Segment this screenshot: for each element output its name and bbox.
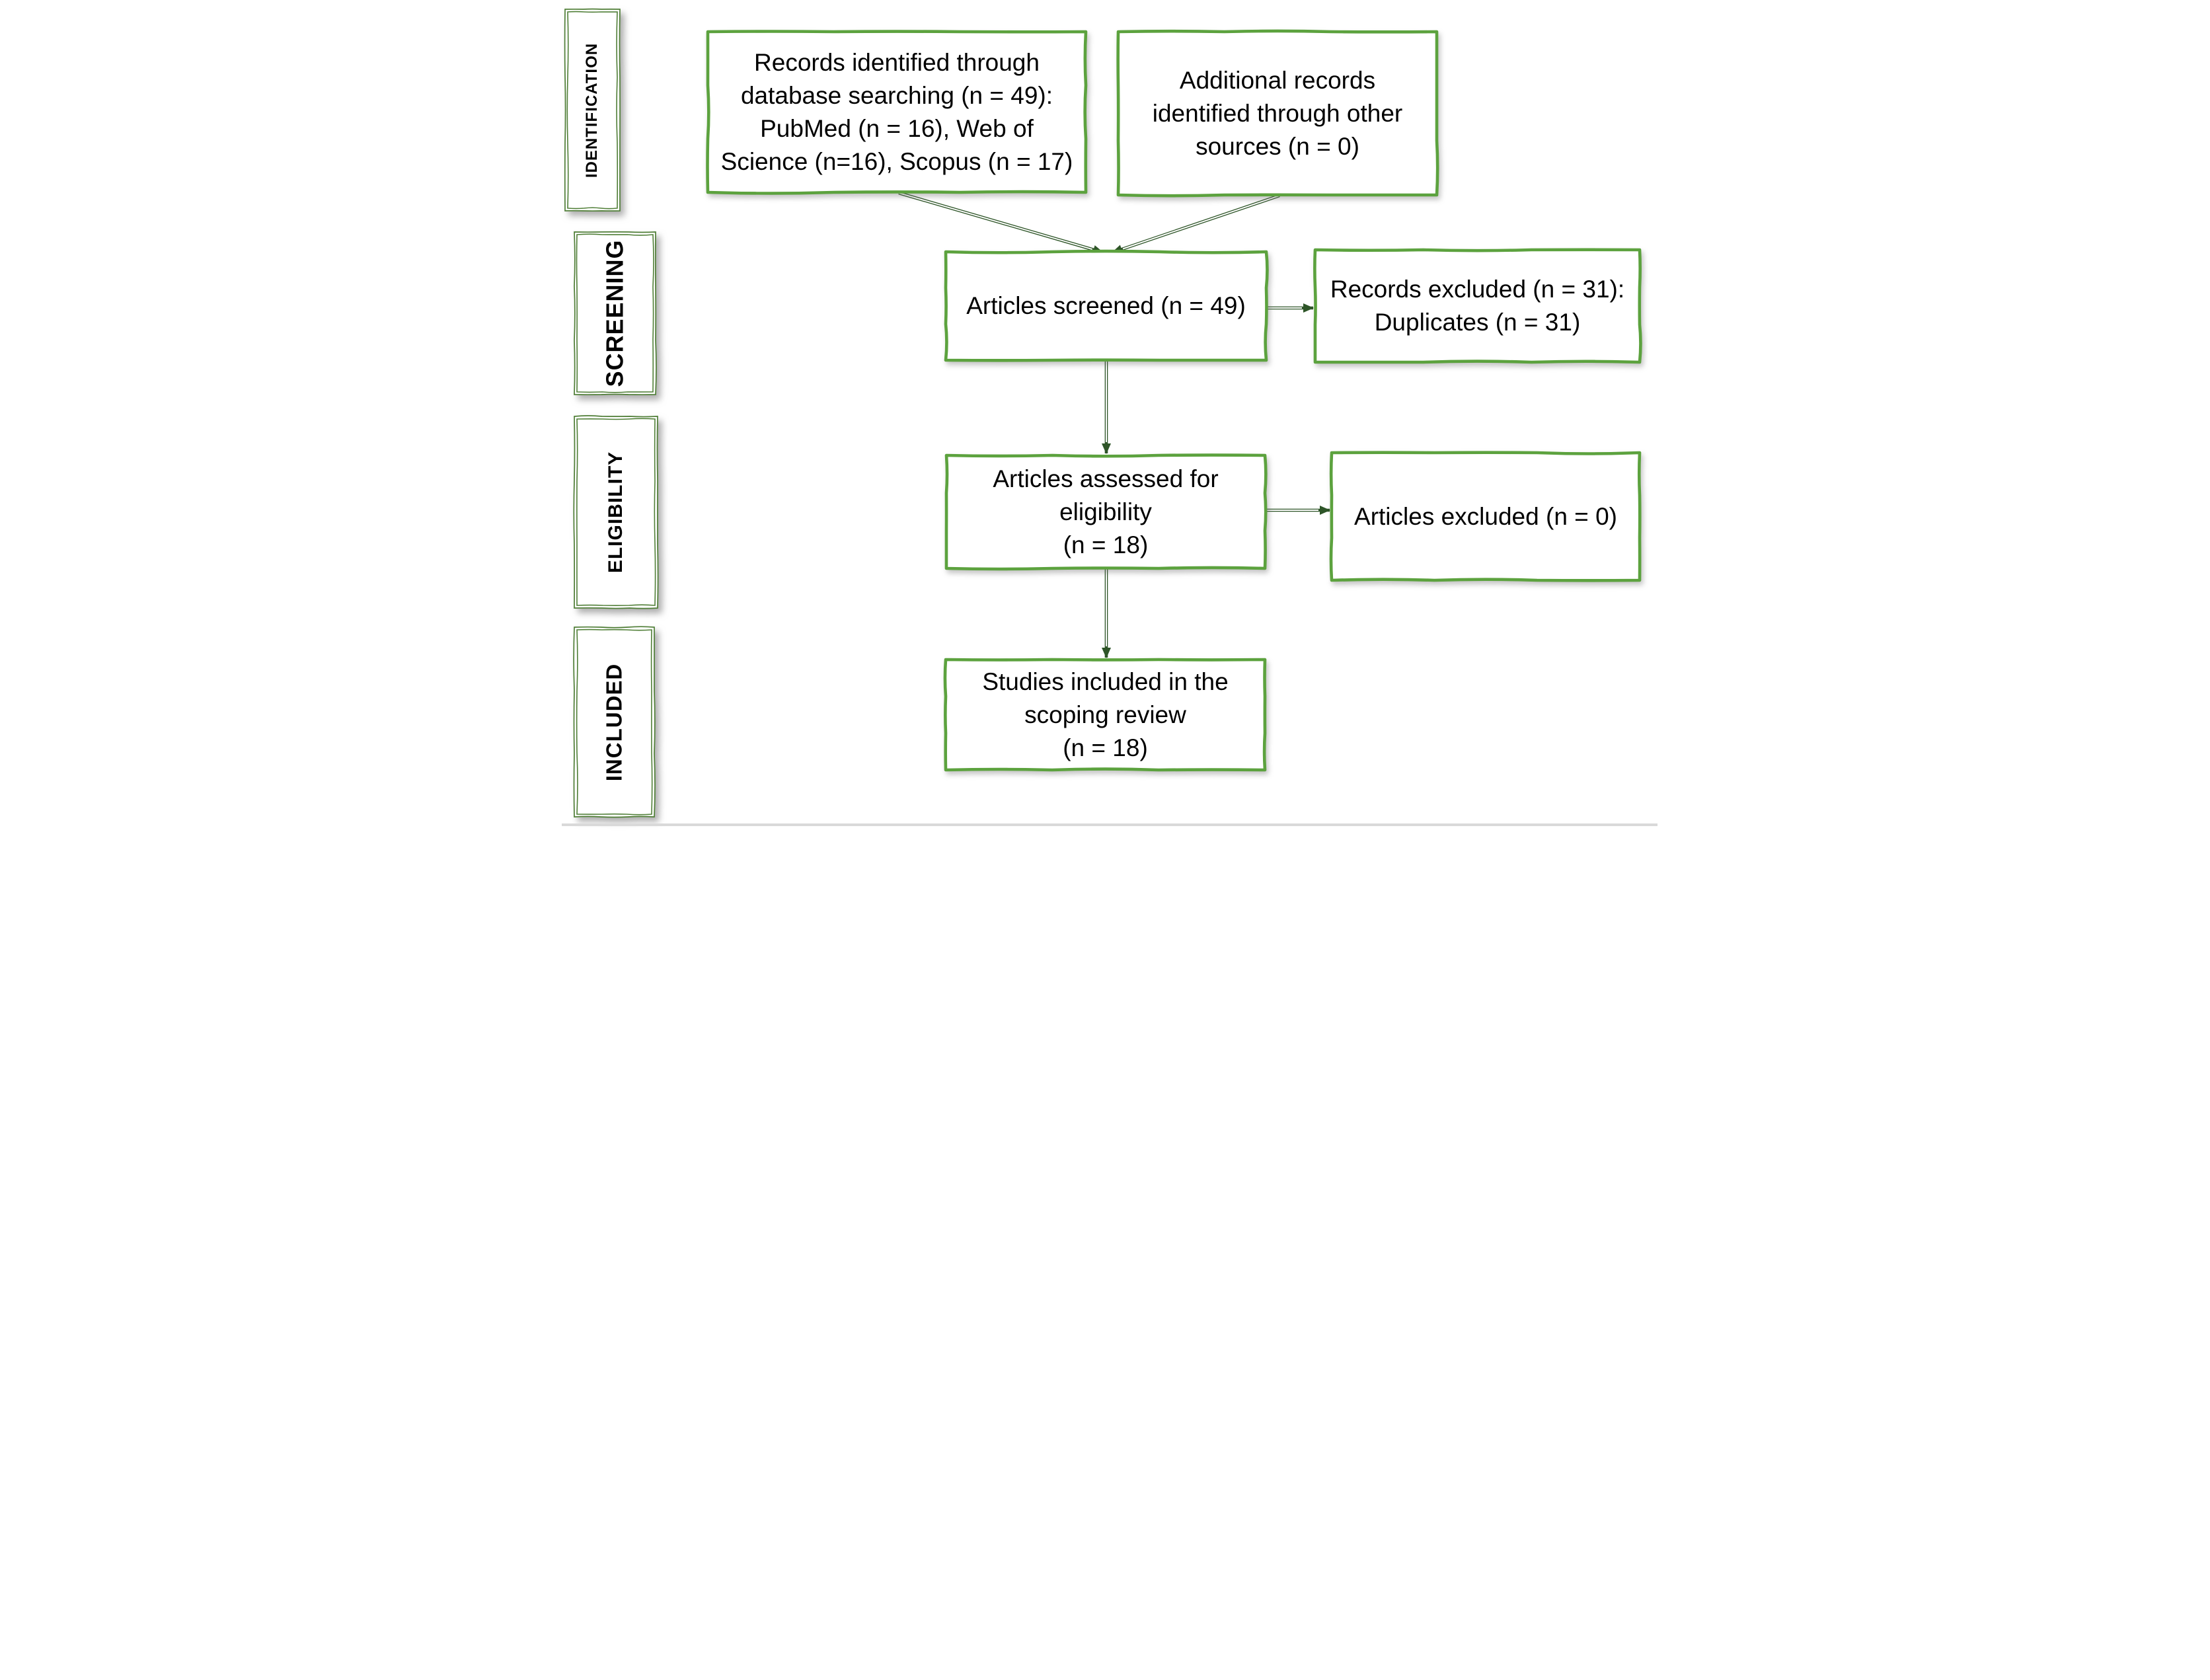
stage-eligibility: ELIGIBILITY bbox=[573, 415, 659, 609]
node-text-articles-assessed: Articles assessed for eligibility (n = 1… bbox=[993, 465, 1219, 558]
stage-label-wrap: SCREENING bbox=[574, 232, 656, 395]
node-border-sketch bbox=[1329, 451, 1642, 582]
stage-border-sketch bbox=[573, 626, 656, 818]
node-additional-records: Additional records identified through ot… bbox=[1116, 29, 1439, 198]
stage-label-wrap: INCLUDED bbox=[574, 627, 654, 817]
node-records-identified: Records identified through database sear… bbox=[706, 30, 1088, 195]
stage-border-sketch bbox=[564, 8, 621, 212]
prisma-flow-diagram: IDENTIFICATION SCREENING ELIGIBILITY INC… bbox=[552, 0, 1658, 840]
node-records-excluded: Records excluded (n = 31): Duplicates (n… bbox=[1313, 248, 1642, 364]
node-border-sketch bbox=[944, 453, 1268, 571]
stage-label-identification: IDENTIFICATION bbox=[583, 42, 601, 178]
node-articles-excluded: Articles excluded (n = 0) bbox=[1329, 451, 1642, 582]
stage-border-sketch bbox=[574, 231, 657, 396]
stage-screening: SCREENING bbox=[574, 231, 657, 396]
node-studies-included: Studies included in the scoping review (… bbox=[943, 658, 1267, 772]
stage-label-wrap: ELIGIBILITY bbox=[574, 416, 658, 608]
node-articles-assessed: Articles assessed for eligibility (n = 1… bbox=[944, 453, 1268, 571]
stage-label-wrap: IDENTIFICATION bbox=[565, 9, 620, 211]
stage-identification: IDENTIFICATION bbox=[564, 8, 621, 212]
node-border-sketch bbox=[1313, 248, 1642, 364]
stage-label-screening: SCREENING bbox=[601, 239, 629, 387]
stage-border-sketch bbox=[573, 415, 659, 609]
node-text-articles-excluded: Articles excluded (n = 0) bbox=[1354, 502, 1617, 530]
stage-label-eligibility: ELIGIBILITY bbox=[605, 451, 627, 574]
node-text-articles-screened: Articles screened (n = 49) bbox=[966, 292, 1246, 319]
node-border-sketch bbox=[1116, 29, 1439, 198]
stage-label-included: INCLUDED bbox=[601, 663, 627, 781]
node-text-studies-included: Studies included in the scoping review (… bbox=[982, 668, 1229, 761]
node-text-additional-records: Additional records identified through ot… bbox=[1152, 66, 1403, 160]
bottom-divider-line bbox=[562, 823, 1658, 826]
node-articles-screened: Articles screened (n = 49) bbox=[944, 249, 1269, 362]
node-border-sketch bbox=[943, 658, 1267, 772]
stage-included: INCLUDED bbox=[573, 626, 656, 818]
node-text-records-excluded: Records excluded (n = 31): Duplicates (n… bbox=[1330, 276, 1625, 336]
node-text-records-identified: Records identified through database sear… bbox=[720, 48, 1073, 175]
